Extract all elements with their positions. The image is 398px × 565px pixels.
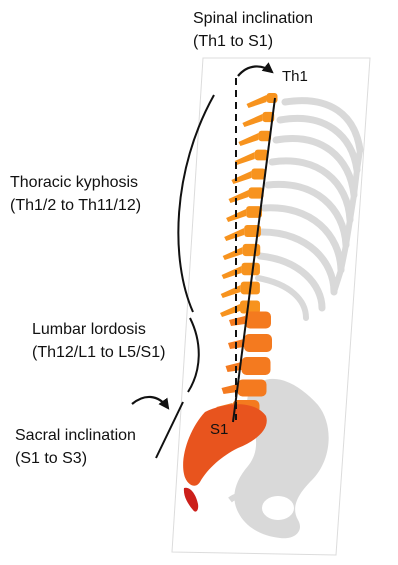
thoracic-vertebra xyxy=(243,244,261,256)
thoracic-vertebra xyxy=(251,168,265,179)
thoracic-vertebra xyxy=(242,263,260,275)
lumbar-lordosis-label: Lumbar lordosis (Th12/L1 to L5/S1) xyxy=(32,321,165,361)
thoracic-kyphosis-label: Thoracic kyphosis (Th1/2 to Th11/12) xyxy=(10,174,143,214)
lumbar-vertebra xyxy=(244,334,272,352)
th1-marker: Th1 xyxy=(282,68,308,85)
lumbar-vertebra xyxy=(245,312,271,329)
lumbar-vertebra xyxy=(242,357,271,375)
lumbar-vertebra xyxy=(238,380,267,397)
thoracic-vertebra xyxy=(267,93,278,103)
s1-marker: S1 xyxy=(210,421,228,438)
sacral-inclination-arrow-icon xyxy=(132,397,168,408)
sacral-inclination-label: Sacral inclination (S1 to S3) xyxy=(15,427,140,467)
spinal-inclination-label: Spinal inclination (Th1 to S1) xyxy=(193,10,318,50)
